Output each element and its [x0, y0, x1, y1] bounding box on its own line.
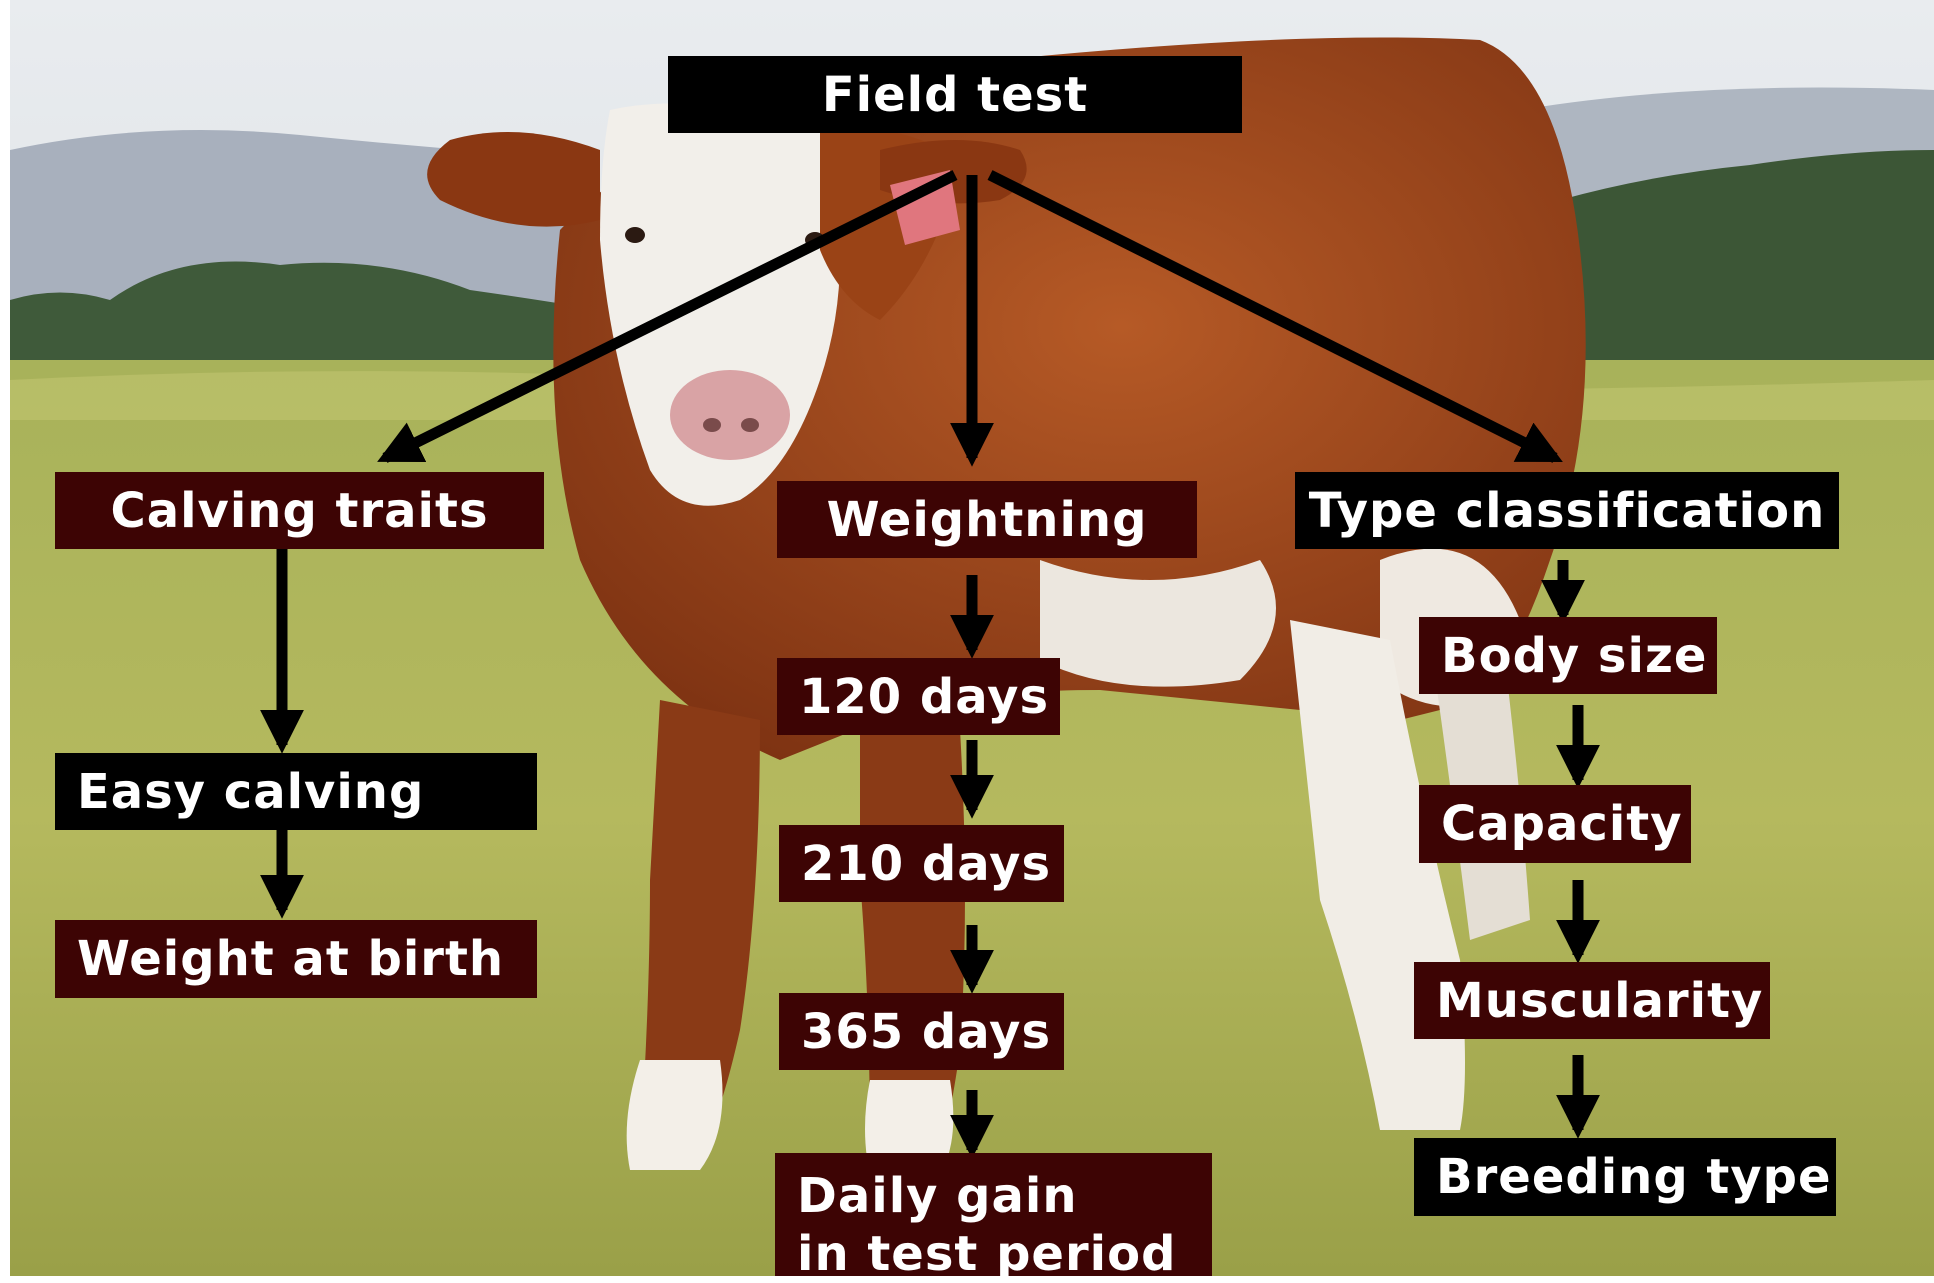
breeding-type-label: Breeding type	[1436, 1149, 1832, 1205]
type-classification-box: Type classification	[1295, 472, 1839, 549]
field-test-box: Field test	[668, 56, 1242, 133]
weightning-label: Weightning	[827, 492, 1148, 548]
calving-traits-box: Calving traits	[55, 472, 544, 549]
daily-gain-line2: in test period	[797, 1225, 1176, 1283]
210-days-label: 210 days	[801, 836, 1051, 892]
capacity-box: Capacity	[1419, 785, 1691, 863]
muscularity-box: Muscularity	[1414, 962, 1770, 1039]
calving-traits-label: Calving traits	[110, 483, 488, 539]
capacity-label: Capacity	[1441, 796, 1683, 852]
body-size-label: Body size	[1441, 628, 1707, 684]
120-days-box: 120 days	[777, 658, 1060, 735]
210-days-box: 210 days	[779, 825, 1064, 902]
field-test-label: Field test	[822, 67, 1088, 123]
type-classification-label: Type classification	[1309, 483, 1826, 539]
120-days-label: 120 days	[799, 669, 1049, 725]
weight-at-birth-label: Weight at birth	[77, 931, 504, 987]
weight-at-birth-box: Weight at birth	[55, 920, 537, 998]
breeding-type-box: Breeding type	[1414, 1138, 1836, 1216]
365-days-box: 365 days	[779, 993, 1064, 1070]
muscularity-label: Muscularity	[1436, 973, 1763, 1029]
daily-gain-box: Daily gain in test period	[775, 1153, 1212, 1276]
easy-calving-box: Easy calving	[55, 753, 537, 830]
body-size-box: Body size	[1419, 617, 1717, 694]
365-days-label: 365 days	[801, 1004, 1051, 1060]
weightning-box: Weightning	[777, 481, 1197, 558]
daily-gain-line1: Daily gain	[797, 1167, 1078, 1225]
easy-calving-label: Easy calving	[77, 764, 424, 820]
